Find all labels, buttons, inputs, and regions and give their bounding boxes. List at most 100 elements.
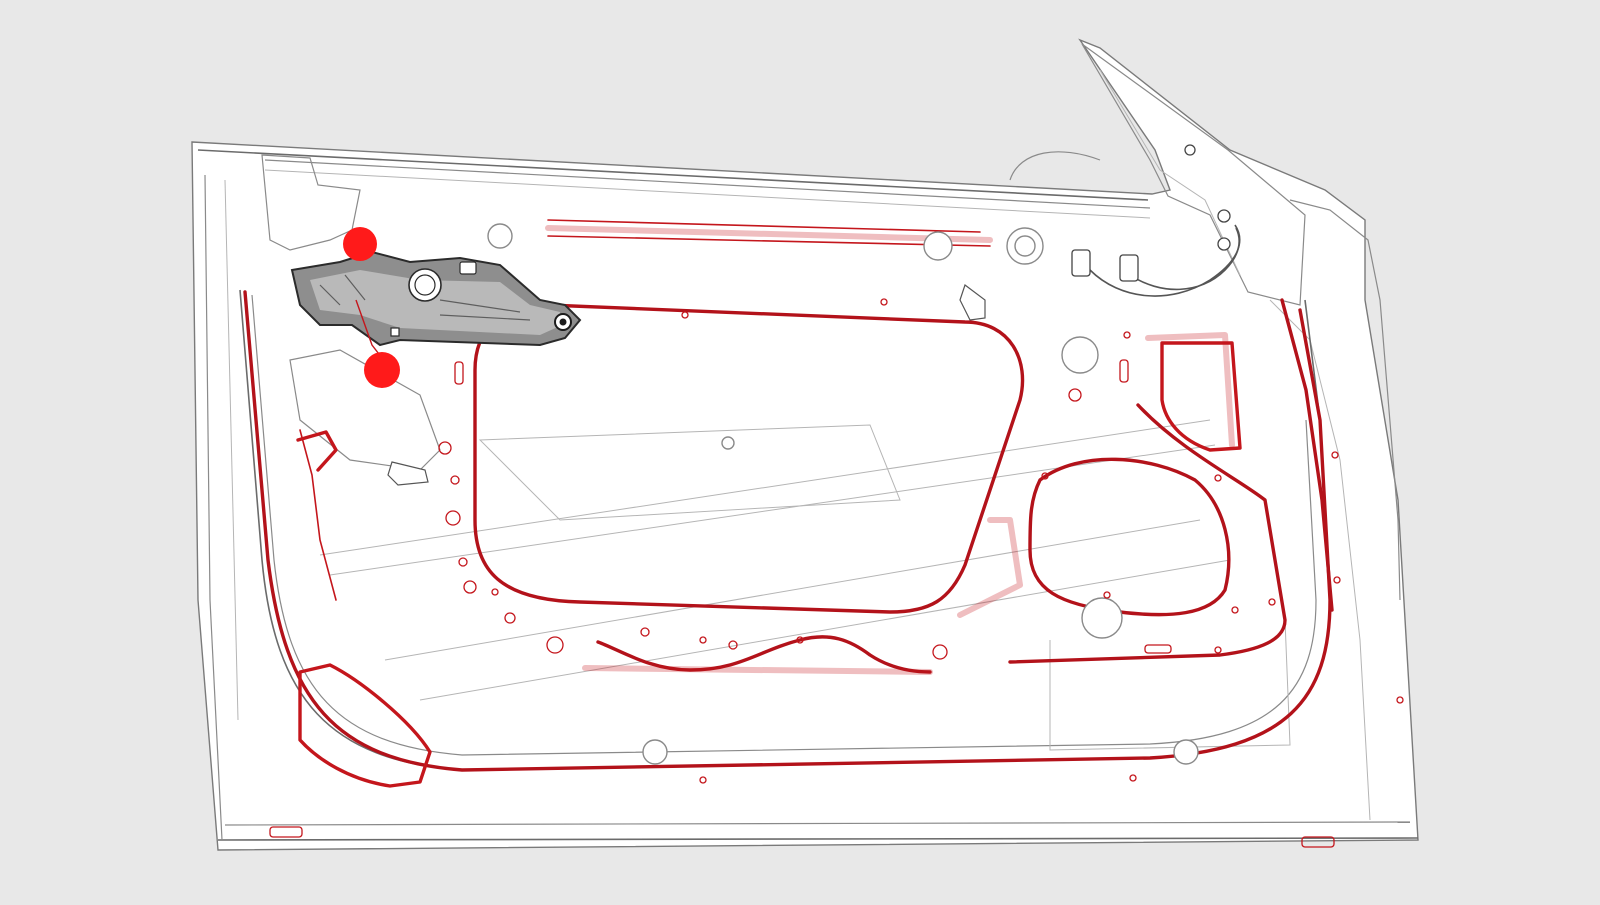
rivet-hole: [463, 580, 477, 594]
rivet-hole: [640, 627, 650, 637]
rivet-hole: [1331, 451, 1339, 459]
rivet-hole: [1214, 474, 1222, 482]
slot-hole: [269, 826, 303, 838]
handle-bracket-pivot-core: [559, 318, 567, 326]
seal-bead-group: [243, 219, 1334, 788]
impact-beam-2: [384, 519, 1201, 661]
bottom-sill-2: [224, 821, 1411, 826]
rivet-hole: [1268, 598, 1276, 606]
rivet-hole: [880, 298, 888, 306]
rivet-hole: [445, 510, 461, 526]
seal-bead-top: [547, 219, 981, 233]
handle-bracket-square: [390, 327, 400, 337]
left-edge-strip: [204, 174, 223, 841]
seal-bead-box-soft: [1145, 332, 1235, 448]
seal-bead-box: [1160, 341, 1242, 452]
lower-fastener-callout: [364, 352, 400, 388]
rivet-hole: [728, 640, 738, 650]
push-pins: [387, 284, 986, 486]
rivet-hole: [1129, 774, 1137, 782]
seal-pad-lower-left: [298, 663, 432, 788]
rivet-hole: [504, 612, 516, 624]
access-hole: [721, 436, 735, 450]
push-pin-left: [387, 461, 429, 486]
belt-line-lower: [264, 159, 1151, 209]
slot-hole: [1301, 836, 1335, 848]
seal-bead-top-2: [547, 235, 991, 247]
connector-right: [1119, 254, 1139, 282]
access-hole: [1173, 739, 1199, 765]
rivet-hole: [1123, 331, 1131, 339]
seal-bead-latch: [299, 429, 337, 601]
access-hole: [487, 223, 513, 249]
rivet-hole: [699, 636, 707, 644]
rivet-hole: [1214, 646, 1222, 654]
belt-line-lower-2: [264, 169, 1151, 219]
rivet-hole: [932, 644, 948, 660]
access-holes: [487, 223, 1199, 765]
rivet-hole: [1396, 696, 1404, 704]
handle-bracket-clip: [459, 261, 477, 275]
upper-shell-bump: [1009, 151, 1101, 181]
rivet-hole: [1333, 576, 1341, 584]
belt-line-top: [197, 149, 1149, 201]
access-hole: [642, 739, 668, 765]
access-hole: [1061, 336, 1099, 374]
rivet-hole: [1041, 472, 1049, 480]
seal-bead-hinge: [1280, 298, 1334, 612]
slot-hole: [1144, 644, 1172, 654]
mirror-stud: [1217, 237, 1231, 251]
lower-panel-box: [1049, 619, 1291, 751]
handle-bracket-hole-inner: [414, 274, 436, 296]
rivet-hole: [1103, 591, 1111, 599]
seal-bead-right: [1008, 403, 1287, 664]
mirror-stud: [1184, 144, 1196, 156]
impact-beam-upper: [319, 419, 1211, 556]
push-pin-upper: [959, 284, 986, 321]
hinge-pillar-inner: [1269, 299, 1371, 821]
rivet-hole: [546, 636, 564, 654]
rivet-hole: [699, 776, 707, 784]
callout-markers: [343, 227, 400, 388]
rivet-hole: [450, 475, 460, 485]
seal-loop-center: [473, 303, 1025, 614]
latch-plate: [289, 349, 441, 471]
rivet-hole: [1068, 388, 1082, 402]
mirror-wiring: [1071, 144, 1241, 297]
wiring-harness-2: [1129, 227, 1240, 291]
slot-hole: [1119, 359, 1129, 383]
small-red-holes: [269, 298, 1404, 848]
rivet-hole: [458, 557, 468, 567]
center-panel-box: [478, 424, 901, 521]
left-edge-strip-2: [224, 179, 239, 721]
inner-frame-outline-2: [251, 294, 1317, 756]
handle-bracket-rib: [319, 274, 531, 321]
access-hole: [923, 231, 953, 261]
mirror-stud: [1217, 209, 1231, 223]
seal-loop-speaker: [1028, 457, 1231, 617]
access-hole-inner: [1014, 235, 1036, 257]
hinge-pillar: [1289, 199, 1401, 601]
mirror-mount-inner: [1099, 69, 1241, 276]
connector-left: [1071, 249, 1091, 277]
seal-bead-top-soft: [545, 225, 993, 243]
seal-bead-lower-wave-2: [582, 665, 933, 675]
seal-bead-lower-wave: [596, 635, 932, 674]
access-hole: [1081, 597, 1123, 639]
rivet-hole: [681, 311, 689, 319]
mirror-mount-frame: [1081, 43, 1306, 306]
rivet-hole: [796, 636, 804, 644]
seal-bead-left-edge: [243, 290, 1332, 772]
slot-hole: [454, 361, 464, 385]
rivet-hole: [438, 441, 452, 455]
rivet-hole: [491, 588, 499, 596]
rivet-hole: [1231, 606, 1239, 614]
bottom-sill: [217, 837, 1419, 841]
inner-handle-bracket: [290, 250, 582, 359]
upper-fastener-callout: [343, 227, 377, 261]
impact-beam-3: [419, 559, 1231, 701]
seal-bead-diagonal-soft: [957, 517, 1023, 618]
seal-bead-latch-2: [296, 430, 338, 472]
